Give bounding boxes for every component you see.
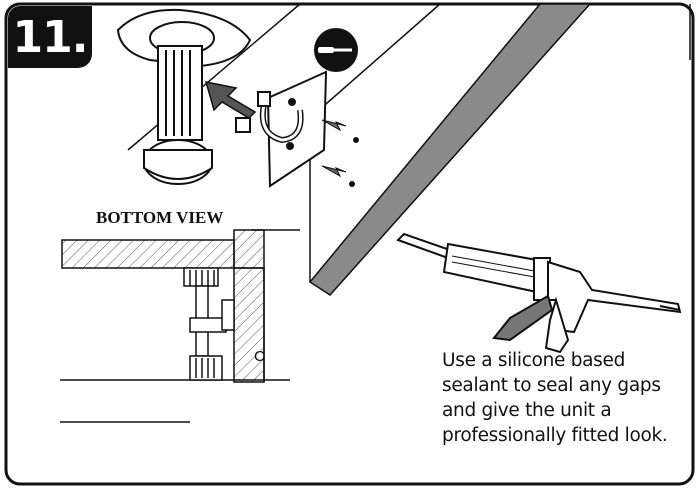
cabinet-panel <box>127 3 691 296</box>
panel-frame <box>4 2 695 486</box>
bottom-view-drawing <box>60 229 300 423</box>
leg-clip-bracket <box>235 70 328 188</box>
instruction-text: Use a silicone based sealant to seal any… <box>442 348 692 448</box>
instruction-line: sealant to seal any gaps <box>442 375 661 396</box>
instruction-line: professionally fitted look. <box>442 425 668 446</box>
bottom-view-label: BOTTOM VIEW <box>96 208 224 227</box>
instruction-line: and give the unit a <box>442 400 612 421</box>
screwdriver-icon <box>314 28 358 72</box>
mounting-hole <box>353 137 359 143</box>
hole-arrows <box>321 119 347 178</box>
mounting-hole <box>349 181 355 187</box>
silicone-gun <box>396 232 682 354</box>
direction-arrow <box>204 81 257 119</box>
instruction-line: Use a silicone based <box>442 350 626 371</box>
dimension-label: C <box>254 348 265 365</box>
step-number-badge: 11. <box>8 6 92 68</box>
adjustable-leg <box>116 8 252 185</box>
